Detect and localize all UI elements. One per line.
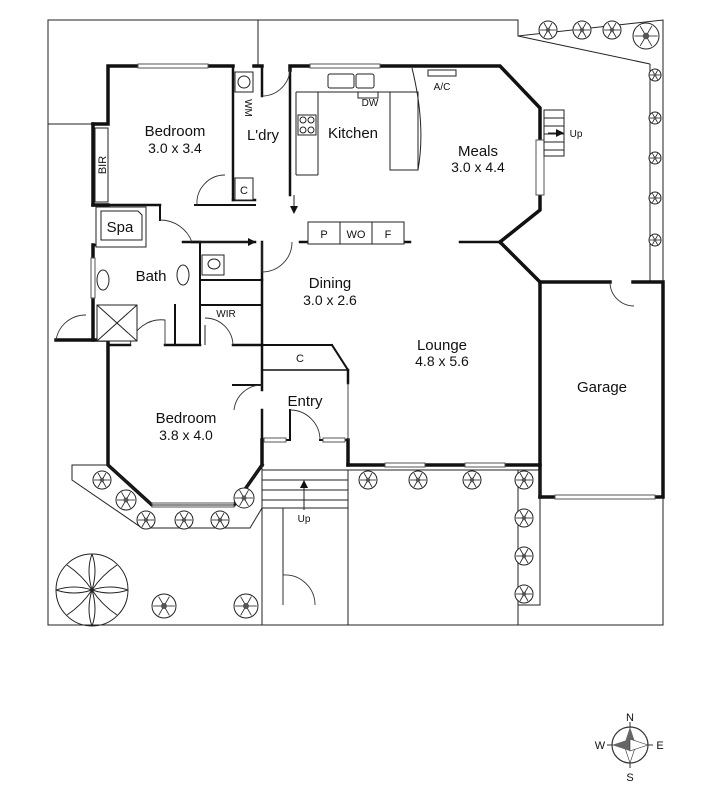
shrub-icon [514,508,534,528]
shrub-icon [136,510,156,530]
bedroom2-label: Bedroom [156,410,217,427]
shrub-icon [233,593,259,619]
shrub-icon [92,470,112,490]
dining-label: Dining [309,275,352,292]
shrub-icon [648,233,662,247]
shrub-icon [210,510,230,530]
laundry-fixtures [234,71,254,201]
shrub-icon [358,470,378,490]
bath-label: Bath [136,268,167,285]
wir-label: WIR [216,309,235,320]
shrub-icon [514,546,534,566]
garage-label: Garage [577,379,627,396]
shrub-icon [648,68,662,82]
shrub-icon [648,191,662,205]
shrub-icon [602,20,622,40]
pantry-label: P [320,229,327,241]
shrub-icon [632,22,660,50]
shrub-icon [115,489,137,511]
meals-dims: 3.0 x 4.4 [451,159,505,175]
spa-label: Spa [107,219,134,236]
doors [55,67,635,606]
shrub-icon [462,470,482,490]
lounge-dims: 4.8 x 5.6 [415,353,469,369]
shrub-icon [233,487,255,509]
wm-label: WM [242,99,253,117]
bedroom1-label: Bedroom [145,123,206,140]
lounge-label: Lounge [417,337,467,354]
kitchen-label: Kitchen [328,125,378,142]
shrub-icon [174,510,194,530]
site-boundary [47,19,664,626]
tree [55,553,129,627]
wo-label: WO [347,229,366,241]
bedroom1-dims: 3.0 x 3.4 [148,140,202,156]
compass-w: W [595,740,606,752]
room-labels: Bedroom 3.0 x 3.4 L'dry Kitchen Meals 3.… [107,123,627,443]
shrub-icon [514,470,534,490]
storage-row [290,195,405,245]
dw-label: DW [362,98,379,109]
bir-label: BIR [97,156,109,174]
compass-n: N [626,712,634,724]
fridge-label: F [385,229,392,241]
shrub-icon [408,470,428,490]
shrub-icon [151,593,177,619]
shrub-icon [572,20,592,40]
fixture-labels: BIR WM DW A/C P WO F C C WIR Up Up [97,82,583,525]
robes [94,127,206,345]
bath-fixtures [95,206,256,342]
meals-stairs [543,109,565,157]
meals-label: Meals [458,143,498,160]
kitchen-fixtures [295,67,457,176]
entry-steps [261,469,349,510]
shrub-icon [538,20,558,40]
bedroom2-dims: 3.8 x 4.0 [159,427,213,443]
cupboard-laundry-label: C [240,185,248,197]
entry-stairs-label: Up [298,514,311,525]
entry-label: Entry [287,393,323,410]
dining-dims: 3.0 x 2.6 [303,292,357,308]
shrub-icon [648,151,662,165]
shrub-icon [648,111,662,125]
compass-s: S [626,772,633,784]
cupboard-entry-label: C [296,353,304,365]
meals-stairs-label: Up [570,129,583,140]
garden-bed [71,463,541,606]
shrub-icon [514,584,534,604]
ac-label: A/C [434,82,451,93]
compass-e: E [656,740,663,752]
shrubs [92,20,662,619]
compass: N S E W [595,712,664,784]
laundry-label: L'dry [247,127,280,144]
